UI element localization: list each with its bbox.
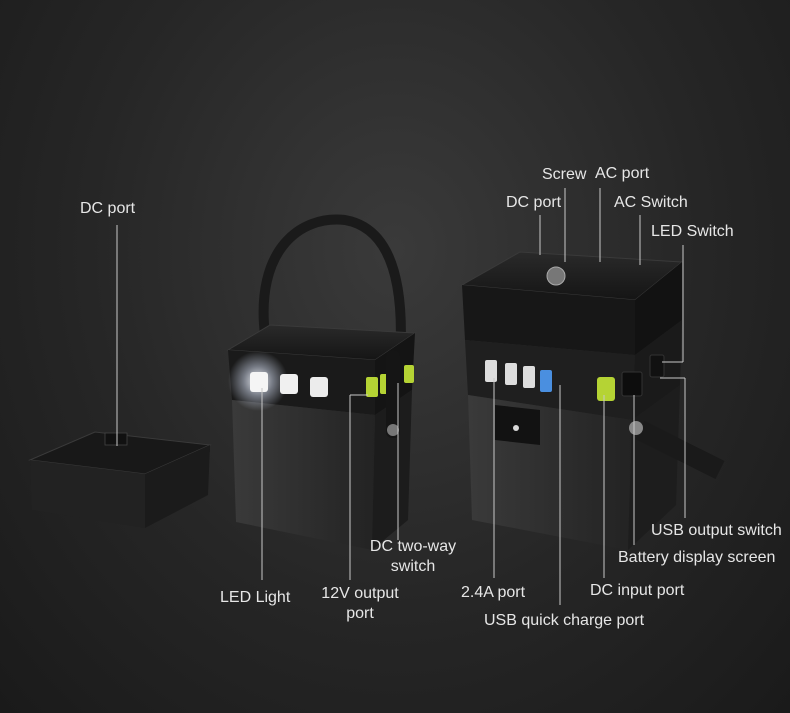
label-dc-two-way-switch-line2: switch (390, 558, 436, 575)
base-module (28, 431, 212, 528)
lantern-unit (226, 214, 417, 550)
label-led-light: LED Light (220, 589, 291, 606)
label-ac-port: AC port (595, 165, 650, 182)
label-12v-output-port: 12V output port (321, 584, 398, 624)
label-dc-port-left: DC port (80, 200, 136, 217)
label-led-switch: LED Switch (651, 223, 734, 240)
label-dc-two-way-switch-line1: DC two-way (369, 538, 457, 555)
label-dc-input-port: DC input port (590, 582, 685, 599)
label-usb-output-switch: USB output switch (651, 522, 782, 539)
label-ac-switch: AC Switch (614, 194, 688, 211)
label-2-4a-port: 2.4A port (461, 584, 526, 601)
label-dc-port-right: DC port (506, 194, 562, 211)
label-screw: Screw (542, 166, 587, 183)
label-battery-display-screen: Battery display screen (618, 549, 776, 566)
power-station (460, 251, 725, 550)
label-dc-two-way-switch: DC two-way switch (370, 537, 456, 577)
label-usb-quick-charge-port: USB quick charge port (484, 612, 645, 629)
label-12v-output-port-line1: 12V output (321, 585, 399, 602)
label-12v-output-port-line2: port (346, 605, 374, 622)
leader-lines (116, 188, 686, 605)
